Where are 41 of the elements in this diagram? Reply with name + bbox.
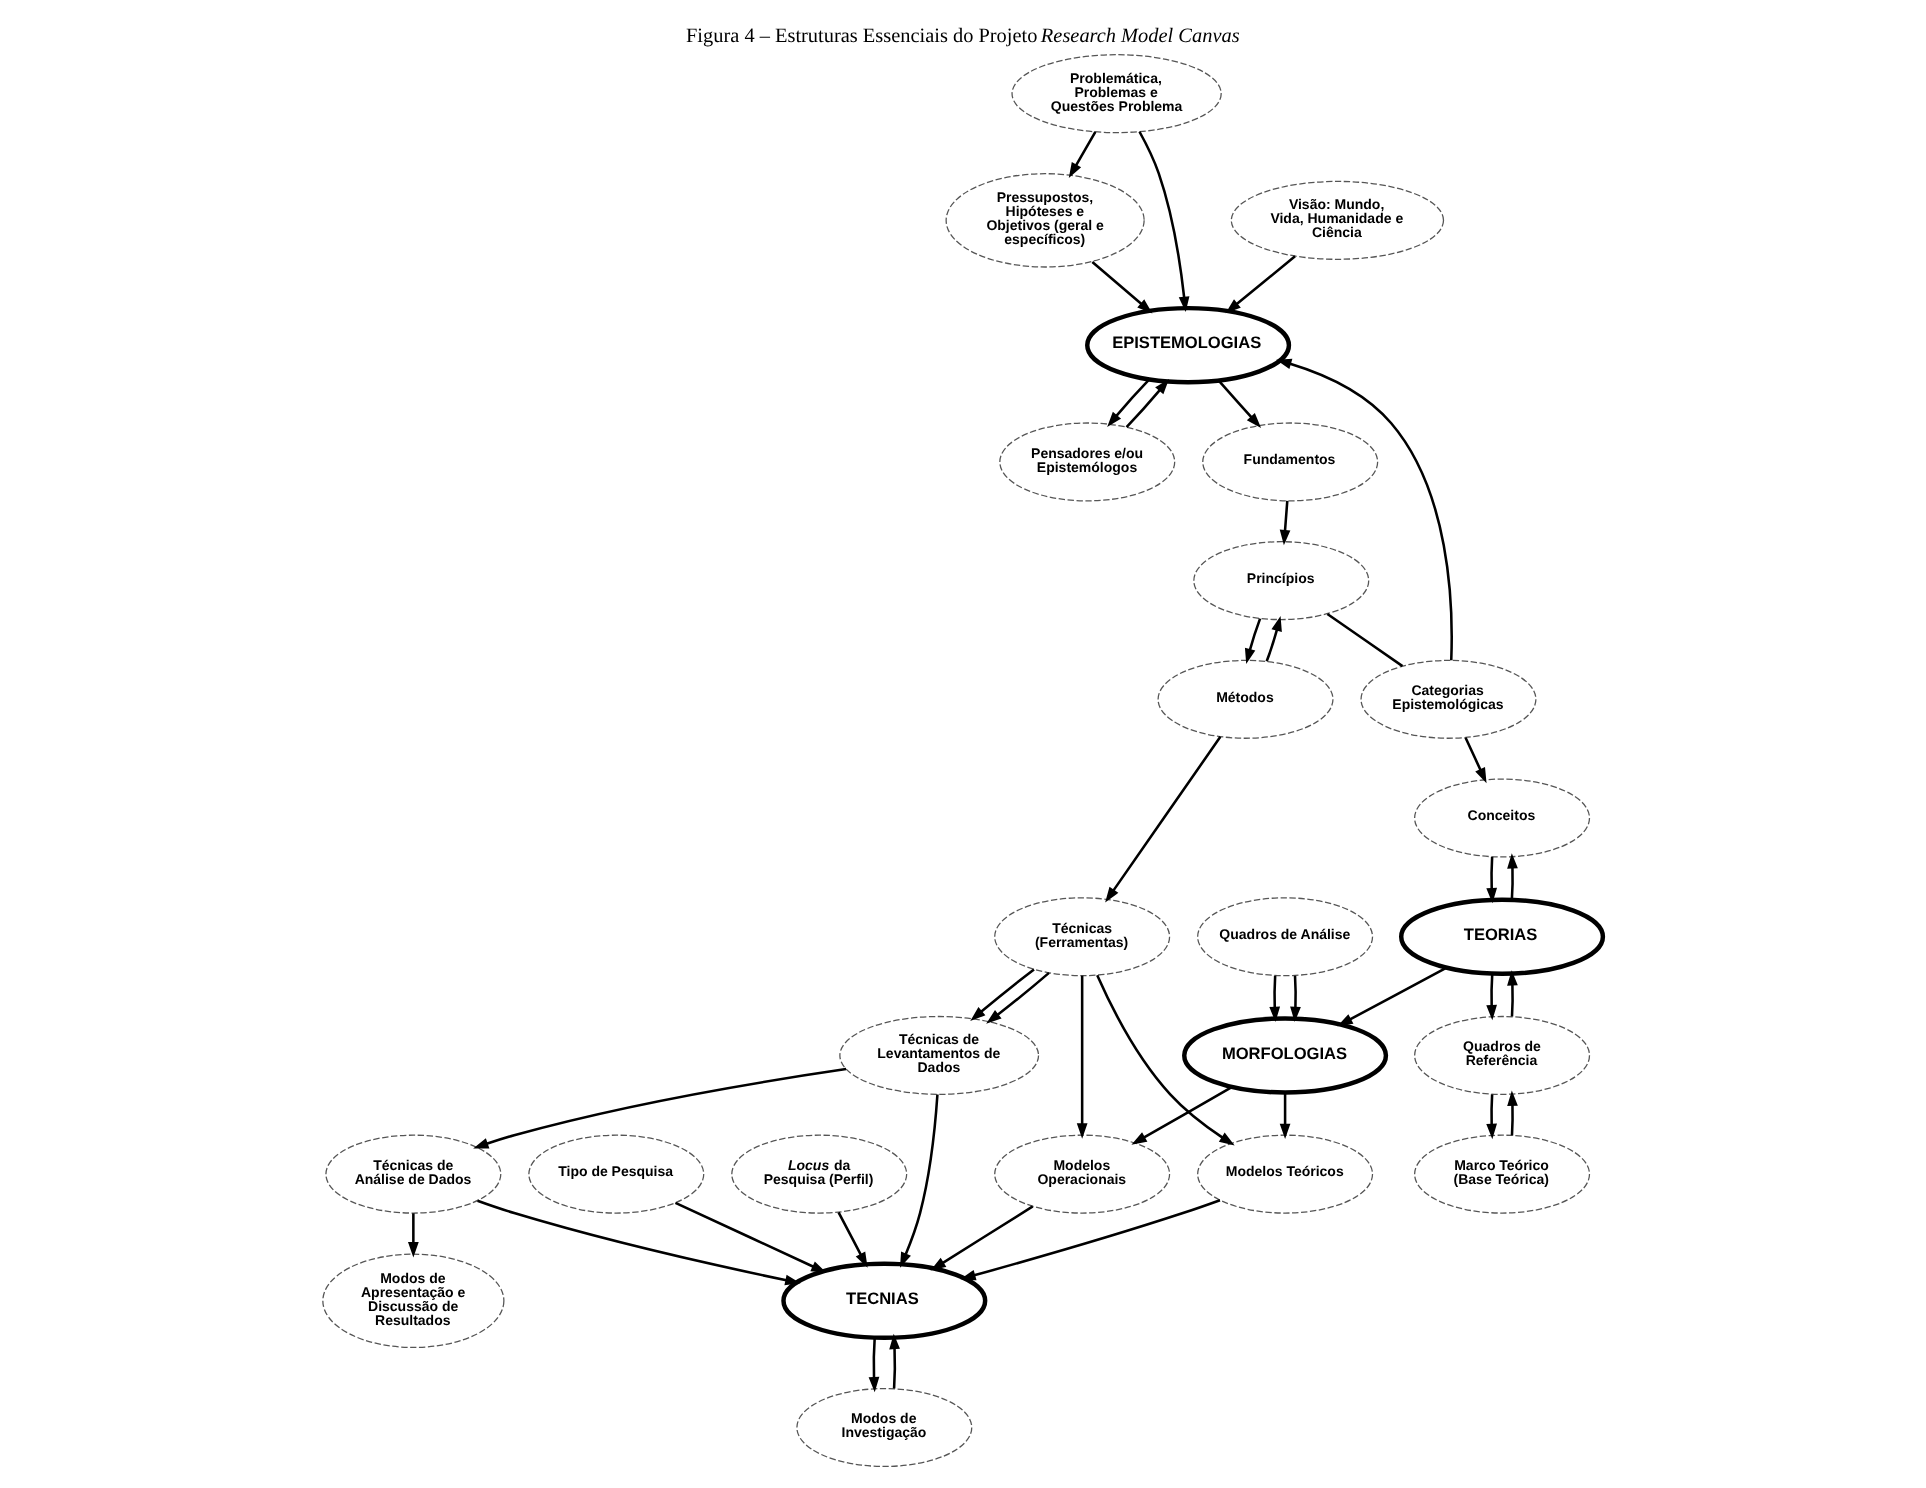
arrow bbox=[868, 1337, 880, 1393]
arrow bbox=[1507, 1090, 1518, 1136]
arrow bbox=[960, 1199, 1221, 1281]
arrow bbox=[899, 1094, 939, 1268]
arrow bbox=[1068, 131, 1097, 178]
arrow bbox=[1486, 1094, 1497, 1140]
connector bbox=[1326, 612, 1404, 668]
arrow bbox=[1279, 500, 1291, 546]
arrow bbox=[930, 1205, 1034, 1271]
arrow bbox=[1096, 974, 1235, 1146]
arrow bbox=[1138, 131, 1190, 312]
diagram-title: Figura 4 – Estruturas Essenciais do Projeto Research Model Canvas bbox=[686, 25, 1240, 48]
arrow bbox=[1091, 261, 1153, 314]
arrow bbox=[1225, 255, 1296, 314]
arrow bbox=[1464, 737, 1487, 784]
node-ellipse: TEORIAS bbox=[1399, 897, 1606, 976]
arrow bbox=[1507, 853, 1518, 900]
arrow bbox=[1507, 970, 1518, 1017]
arrow bbox=[1279, 1092, 1291, 1139]
arrow bbox=[1244, 618, 1262, 665]
arrow bbox=[986, 971, 1050, 1024]
arrow bbox=[1105, 736, 1222, 903]
arrow bbox=[837, 1211, 868, 1268]
arrow bbox=[1217, 379, 1262, 429]
arrow bbox=[1276, 358, 1453, 661]
arrow bbox=[477, 1199, 801, 1286]
arrow bbox=[1125, 378, 1170, 428]
arrow bbox=[1269, 975, 1281, 1023]
arrow bbox=[473, 1067, 847, 1149]
arrow bbox=[1337, 966, 1447, 1027]
arrow bbox=[1131, 1086, 1233, 1145]
arrow bbox=[1486, 974, 1497, 1021]
arrow bbox=[674, 1201, 827, 1273]
arrow bbox=[1486, 856, 1498, 904]
arrow bbox=[1107, 378, 1151, 428]
arrow bbox=[1265, 615, 1282, 662]
arrow bbox=[889, 1333, 900, 1389]
arrow bbox=[408, 1213, 419, 1258]
arrow bbox=[1290, 975, 1301, 1023]
arrow bbox=[1076, 975, 1088, 1139]
arrow bbox=[970, 968, 1035, 1022]
